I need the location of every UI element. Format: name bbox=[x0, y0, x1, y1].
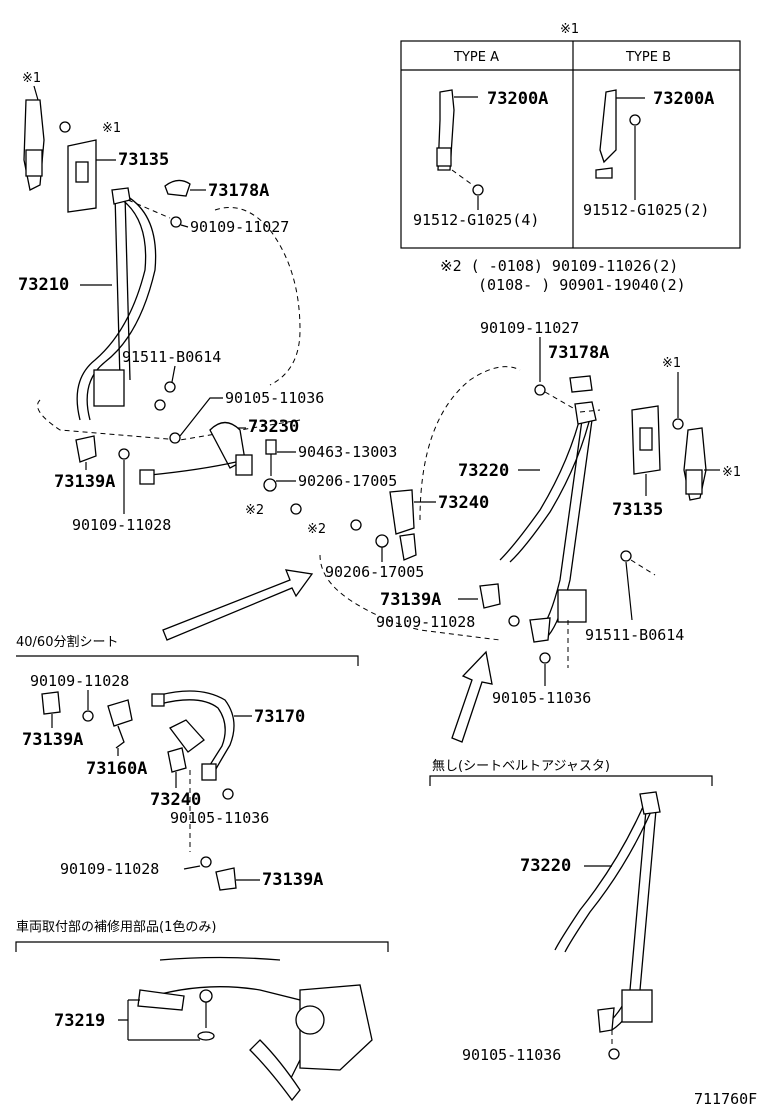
label-90105-11036-split: 90105-11036 bbox=[170, 809, 269, 827]
figure-id: 711760F bbox=[694, 1090, 757, 1108]
label-73200A-type-b: 73200A bbox=[653, 89, 714, 109]
label-73219: 73219 bbox=[54, 1011, 105, 1031]
mark2-left: ※2 bbox=[245, 503, 264, 518]
mark1-adjuster-right: ※1 bbox=[722, 465, 741, 480]
label-73139A-right: 73139A bbox=[380, 590, 441, 610]
left-seat-group: ※1 ※1 73135 73178A 73210 90109-11027 915… bbox=[18, 71, 397, 534]
label-90105-11036-right: 90105-11036 bbox=[492, 689, 591, 707]
direction-arrow-2 bbox=[451, 650, 493, 743]
label-91511-right: 91511-B0614 bbox=[585, 626, 684, 644]
section-split-seat: 40/60分割シート bbox=[16, 634, 118, 650]
label-91512-type-b: 91512-G1025(2) bbox=[583, 201, 709, 219]
label-73220-right: 73220 bbox=[458, 461, 509, 481]
type-a-header: TYPE A bbox=[453, 50, 499, 65]
label-91511-left: 91511-B0614 bbox=[122, 348, 221, 366]
label-90206-b: 90206-17005 bbox=[325, 563, 424, 581]
label-90109-11027-left: 90109-11027 bbox=[190, 218, 289, 236]
label-73240-center: 73240 bbox=[438, 493, 489, 513]
label-73139A-split: 73139A bbox=[22, 730, 83, 750]
label-73200A-type-a: 73200A bbox=[487, 89, 548, 109]
note-mark2-line1: ※2 ( -0108) 90109-11026(2) bbox=[440, 257, 678, 275]
type-table: ※1 TYPE A TYPE B 73200A 73200A 91512-G10… bbox=[400, 22, 741, 249]
split-seat-section: 40/60分割シート 90109-11028 73139A 73160A 731… bbox=[16, 634, 359, 891]
label-73160A: 73160A bbox=[86, 759, 147, 779]
label-73240-split: 73240 bbox=[150, 790, 201, 810]
label-73230: 73230 bbox=[248, 417, 299, 437]
mark1-top-left: ※1 bbox=[22, 71, 41, 86]
label-90463: 90463-13003 bbox=[298, 443, 397, 461]
label-73178A-left: 73178A bbox=[208, 181, 269, 201]
label-73139A-left: 73139A bbox=[54, 472, 115, 492]
mark1-bolt-left: ※1 bbox=[102, 121, 121, 136]
label-90109-11027-right: 90109-11027 bbox=[480, 319, 579, 337]
type-table-title: ※1 bbox=[560, 22, 579, 37]
label-90109-11028-split: 90109-11028 bbox=[30, 672, 129, 690]
label-91512-type-a: 91512-G1025(4) bbox=[413, 211, 539, 229]
label-90206-a: 90206-17005 bbox=[298, 472, 397, 490]
no-adjuster-section: 無し(シートベルトアジャスタ) 73220 90105-11036 bbox=[429, 759, 713, 1064]
label-90109-11028-left: 90109-11028 bbox=[72, 516, 171, 534]
label-73220-no-adjuster: 73220 bbox=[520, 856, 571, 876]
label-90105-11036-no-adjuster: 90105-11036 bbox=[462, 1046, 561, 1064]
type-b-header: TYPE B bbox=[625, 50, 671, 65]
label-73135-left: 73135 bbox=[118, 150, 169, 170]
section-repair-parts: 車両取付部の補修用部品(1色のみ) bbox=[16, 919, 216, 935]
section-no-adjuster: 無し(シートベルトアジャスタ) bbox=[432, 759, 610, 774]
direction-arrow-1 bbox=[162, 569, 314, 641]
center-buckle-group: 73240 ※2 90206-17005 bbox=[307, 366, 521, 641]
right-seat-group: 90109-11027 73178A 73220 73135 ※1 ※1 731… bbox=[376, 319, 741, 707]
label-73170: 73170 bbox=[254, 707, 305, 727]
note-mark2-line2: (0108- ) 90901-19040(2) bbox=[478, 276, 686, 294]
label-73135-right: 73135 bbox=[612, 500, 663, 520]
label-73139A-split2: 73139A bbox=[262, 870, 323, 890]
label-73178A-right: 73178A bbox=[548, 343, 609, 363]
label-90105-11036-left: 90105-11036 bbox=[225, 389, 324, 407]
mark2-center: ※2 bbox=[307, 522, 326, 537]
label-90109-11028-split2: 90109-11028 bbox=[60, 860, 159, 878]
mark1-top-right: ※1 bbox=[662, 356, 681, 371]
label-73210: 73210 bbox=[18, 275, 69, 295]
label-90109-11028-right: 90109-11028 bbox=[376, 613, 475, 631]
repair-parts-section: 車両取付部の補修用部品(1色のみ) 73219 bbox=[15, 919, 389, 1102]
